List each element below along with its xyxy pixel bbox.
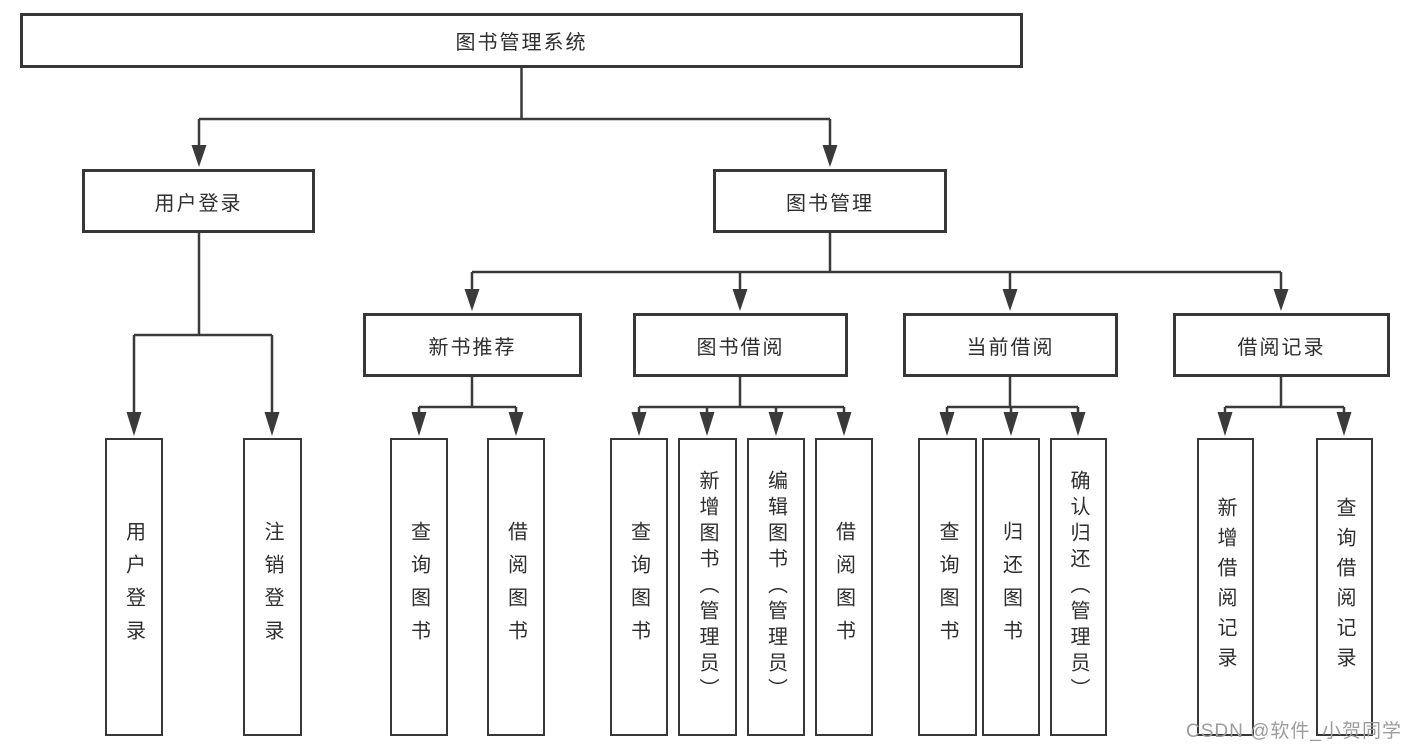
wire-root-to-level2	[197, 68, 832, 147]
arrowhead	[732, 289, 748, 311]
arrowhead	[768, 412, 784, 436]
arrowhead	[836, 412, 852, 436]
arrowhead	[1002, 289, 1018, 311]
node-borrow-records: 借阅记录	[1173, 313, 1390, 377]
arrowhead	[411, 412, 427, 436]
wire-newrec-to-leaves	[417, 377, 518, 414]
leaf-query-books-borrow: 查询图书	[610, 438, 668, 736]
arrowhead	[1217, 412, 1233, 436]
wire-bookmgmt-to-level3	[470, 233, 1283, 290]
wire-borrow-to-leaves	[637, 377, 846, 414]
arrowhead	[939, 412, 955, 436]
arrowhead	[126, 412, 142, 436]
arrowhead	[464, 289, 480, 311]
arrowhead	[191, 145, 207, 167]
wire-userlogin-to-leaves	[132, 233, 274, 414]
wire-records-to-leaves	[1223, 377, 1346, 414]
node-user-login: 用户登录	[82, 169, 315, 233]
node-new-book-recommend: 新书推荐	[363, 313, 582, 377]
arrowhead	[508, 412, 524, 436]
leaf-add-borrow-record: 新增借阅记录	[1197, 438, 1254, 736]
arrowheads	[126, 145, 1352, 436]
arrowhead	[1336, 412, 1352, 436]
leaf-confirm-return-admin: 确认归还（管理员）	[1050, 438, 1107, 736]
arrowhead	[1070, 412, 1086, 436]
leaf-add-books-admin: 新增图书（管理员）	[678, 438, 737, 736]
leaf-query-borrow-record: 查询借阅记录	[1316, 438, 1373, 736]
arrowhead	[631, 412, 647, 436]
csdn-watermark: CSDN @软件_小贺同学	[1186, 721, 1402, 742]
leaf-user-login: 用户登录	[105, 438, 163, 736]
leaf-return-books: 归还图书	[982, 438, 1040, 736]
leaf-borrow-books-rec: 借阅图书	[487, 438, 545, 736]
leaf-logout: 注销登录	[243, 438, 302, 736]
leaf-borrow-books: 借阅图书	[815, 438, 873, 736]
node-root-system: 图书管理系统	[20, 13, 1023, 68]
arrowhead	[822, 145, 838, 167]
leaf-query-books-rec: 查询图书	[390, 438, 448, 736]
arrowhead	[699, 412, 715, 436]
node-book-borrow: 图书借阅	[633, 313, 848, 377]
arrowhead	[1273, 289, 1289, 311]
node-current-borrow: 当前借阅	[903, 313, 1118, 377]
arrowhead	[264, 412, 280, 436]
wire-current-to-leaves	[945, 377, 1080, 414]
node-book-management: 图书管理	[713, 169, 947, 233]
connector-segments	[132, 68, 1346, 414]
leaf-query-books-current: 查询图书	[918, 438, 977, 736]
arrowhead	[1003, 412, 1019, 436]
leaf-edit-books-admin: 编辑图书（管理员）	[747, 438, 805, 736]
